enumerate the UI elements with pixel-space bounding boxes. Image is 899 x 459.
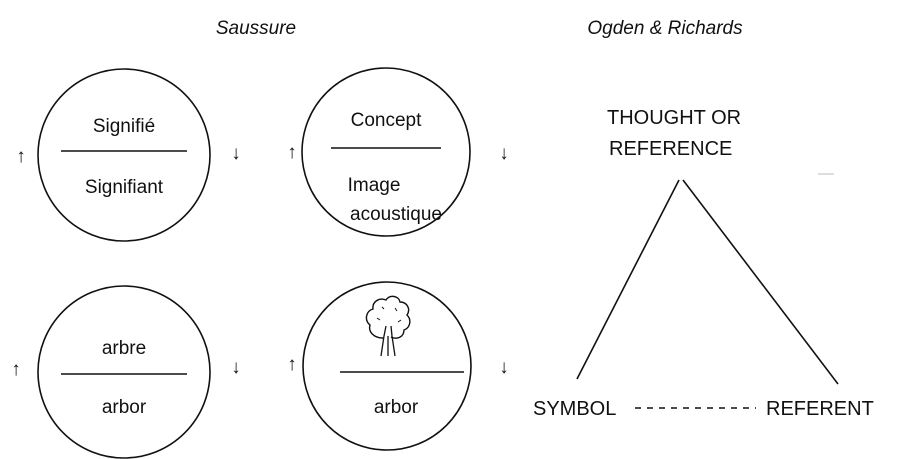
tree-icon	[365, 295, 411, 357]
label-concept: Concept	[351, 110, 422, 131]
arrow-down: ↓	[499, 357, 509, 378]
arrow-down: ↓	[231, 357, 241, 378]
label-thought-or: THOUGHT OR	[607, 107, 741, 129]
circle-outline	[37, 285, 211, 459]
label-reference: REFERENCE	[609, 138, 732, 160]
label-acoustique: acoustique	[350, 204, 442, 225]
arrow-down: ↓	[231, 143, 241, 164]
arrow-up: ↑	[287, 354, 297, 375]
label-signifiant: Signifiant	[85, 177, 164, 198]
heading-saussure: Saussure	[216, 18, 296, 39]
label-symbol: SYMBOL	[533, 398, 616, 420]
semiotic-triangle: THOUGHT OR REFERENCE SYMBOL REFERENT	[533, 107, 874, 420]
label-arbor: arbor	[102, 397, 147, 418]
label-signifie: Signifié	[93, 116, 155, 137]
circle-outline	[37, 68, 211, 242]
label-image: Image	[348, 175, 401, 196]
circle-outline	[301, 67, 471, 237]
label-referent: REFERENT	[766, 398, 874, 420]
circle-concept-image: ↑ Concept Image acoustique ↓	[287, 67, 509, 237]
arrow-down: ↓	[499, 143, 509, 164]
arrow-up: ↑	[11, 359, 21, 380]
label-arbor: arbor	[374, 397, 419, 418]
triangle-right-side	[682, 179, 839, 385]
heading-ogden-richards: Ogden & Richards	[587, 18, 743, 39]
circle-arbre-arbor: ↑ arbre arbor ↓	[11, 285, 241, 459]
arrow-up: ↑	[16, 146, 26, 167]
label-arbre: arbre	[102, 338, 146, 359]
arrow-up: ↑	[287, 142, 297, 163]
circle-signifie-signifiant: ↑ Signifié Signifiant ↓	[16, 68, 241, 242]
triangle-left-side	[576, 179, 680, 380]
circle-tree-arbor: ↑ arbor ↓	[287, 281, 509, 451]
circle-outline	[302, 281, 472, 451]
